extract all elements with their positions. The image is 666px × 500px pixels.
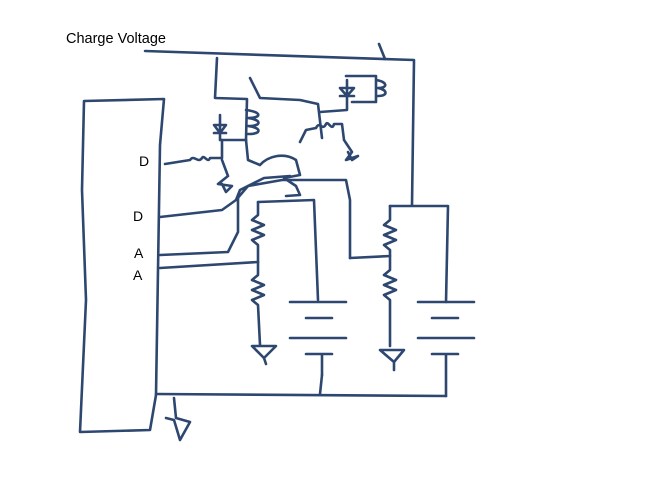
resistor-1b-icon [250, 260, 266, 347]
relay-2-supply [248, 76, 324, 140]
relay-1-supply [213, 56, 249, 142]
pin-label-analog-1: A [134, 245, 144, 261]
supply-rail-tick [377, 42, 387, 61]
battery-1-cells-icon [288, 300, 348, 377]
relay-1-diode-icon [212, 113, 248, 142]
resistor-1a-icon [250, 200, 266, 264]
transistor-1-icon [163, 138, 234, 194]
pin-label-digital-2: D [133, 208, 144, 224]
resistor-2a-icon [348, 204, 398, 260]
analog-wire-1 [158, 194, 240, 257]
analog-wire-2 [158, 260, 260, 270]
relay-contact-common [244, 138, 302, 198]
relay-2-coil-icon [344, 74, 387, 104]
diagram-title: Charge Voltage [66, 31, 166, 47]
battery-pack-2-frame [388, 204, 450, 304]
resistor-2b-icon [382, 254, 398, 348]
ground-1-icon [250, 344, 278, 366]
return-rail-drop [318, 373, 324, 396]
microcontroller-board [78, 97, 166, 434]
return-rail-bottom [154, 392, 448, 398]
wiring [78, 42, 476, 442]
pin-label-digital-1: D [139, 153, 150, 169]
battery-2-cells-icon [416, 300, 476, 398]
relay-2-diode-icon [318, 78, 356, 114]
board-ground-icon [164, 396, 192, 442]
relay-1-coil-icon [244, 108, 260, 136]
supply-rail-top [143, 49, 416, 207]
battery-pack-1-frame [256, 198, 320, 302]
relay-contact-wire-left [158, 178, 352, 260]
ground-2-icon [378, 348, 406, 372]
pin-label-analog-2: A [133, 267, 143, 283]
transistor-2-icon [298, 121, 360, 162]
